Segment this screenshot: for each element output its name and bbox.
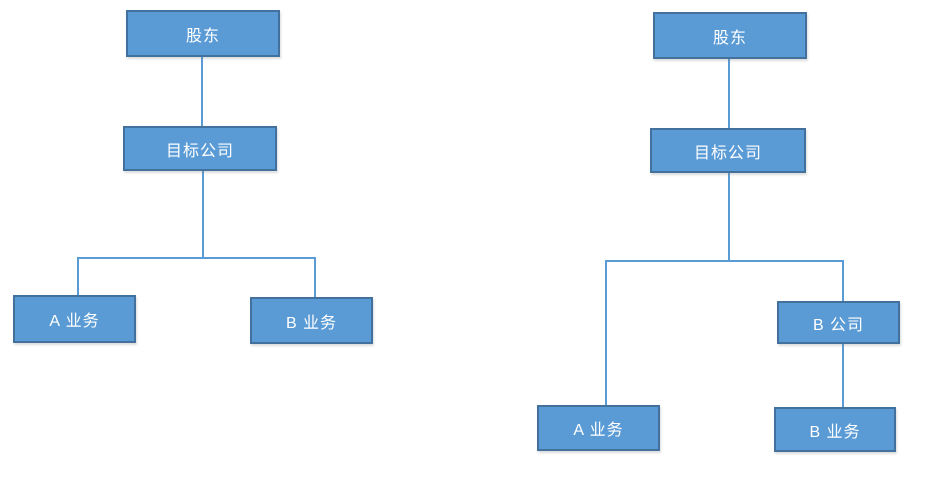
right-business-b-label: B 业务 — [809, 423, 861, 441]
left-shareholder-node: 股东 — [126, 10, 280, 57]
right-connector-horizontal — [605, 260, 844, 262]
right-shareholder-label: 股东 — [712, 29, 747, 47]
left-target-company-node: 目标公司 — [123, 126, 277, 171]
right-business-a-node: A 业务 — [537, 405, 660, 451]
right-company-b-label: B 公司 — [812, 316, 865, 334]
right-connector-to-company-b — [842, 260, 844, 301]
right-business-b-node: B 业务 — [774, 407, 896, 452]
left-connector-shareholder-target — [201, 57, 203, 126]
right-connector-companyb-businessb — [842, 344, 844, 407]
right-target-company-label: 目标公司 — [693, 144, 762, 162]
left-connector-horizontal — [77, 257, 316, 259]
right-connector-shareholder-target — [728, 59, 730, 128]
left-connector-target-split — [202, 171, 204, 258]
left-business-b-label: B 业务 — [285, 314, 338, 332]
left-target-company-label: 目标公司 — [165, 142, 234, 160]
left-connector-to-business-a — [77, 257, 79, 295]
left-business-a-label: A 业务 — [49, 313, 100, 330]
right-company-b-node: B 公司 — [777, 301, 900, 344]
right-business-a-label: A 业务 — [573, 422, 624, 439]
right-target-company-node: 目标公司 — [650, 128, 806, 173]
left-shareholder-label: 股东 — [185, 27, 220, 45]
right-shareholder-node: 股东 — [653, 12, 807, 59]
right-connector-target-split — [728, 173, 730, 261]
left-business-a-node: A 业务 — [13, 295, 136, 343]
left-business-b-node: B 业务 — [250, 297, 373, 344]
left-connector-to-business-b — [314, 257, 316, 297]
right-connector-to-business-a — [605, 260, 607, 405]
